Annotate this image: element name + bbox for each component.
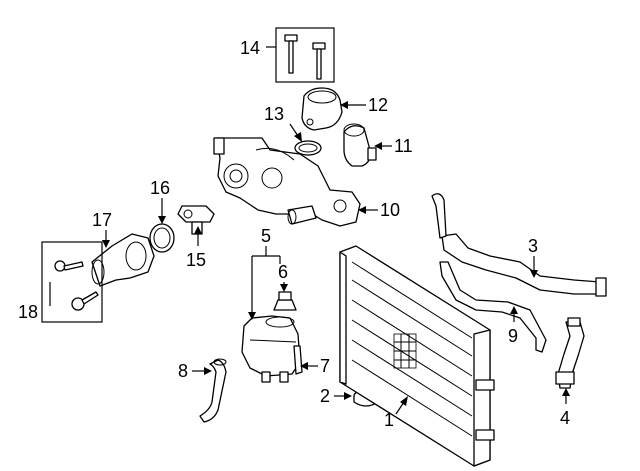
callout-10: 10 [380,200,400,220]
callout-2: 2 [320,386,330,406]
part-14-bolts [275,27,335,83]
leader-lines [49,46,570,415]
part-4-lower-hose [555,317,585,389]
part-12-outlet-elbow [301,87,343,131]
part-16-seal-ring [149,223,175,253]
callout-16: 16 [150,178,170,198]
part-10-pump-housing [213,137,361,227]
part-6-reservoir-cap [273,291,297,311]
part-17-housing-cover [91,233,155,287]
part-8-overflow-hose [199,358,227,423]
part-18-bolts [41,241,103,323]
callout-8: 8 [178,361,188,381]
callout-18: 18 [18,302,38,322]
callout-12: 12 [368,95,388,115]
part-3-upper-hose [431,193,607,297]
callout-17: 17 [92,210,112,230]
callout-14: 14 [240,38,260,58]
callout-6: 6 [278,262,288,282]
callout-9: 9 [508,326,518,346]
callout-1: 1 [384,410,394,430]
callout-4: 4 [560,408,570,428]
part-5-reservoir [241,315,301,383]
part-1-radiator [339,245,495,467]
callout-15: 15 [186,250,206,270]
callout-7: 7 [320,356,330,376]
callout-3: 3 [528,236,538,256]
callout-11: 11 [394,136,413,156]
callout-5: 5 [261,226,271,246]
callout-13: 13 [264,104,284,124]
part-13-o-ring [294,140,322,156]
part-11-hose-connector [343,123,377,167]
part-9-lower-hose [439,261,547,353]
part-15-thermostat [177,205,215,235]
callout-labels: 14 12 13 11 10 16 17 15 5 6 18 7 8 2 1 3… [18,38,570,430]
part-7-reservoir-hose [293,345,303,375]
